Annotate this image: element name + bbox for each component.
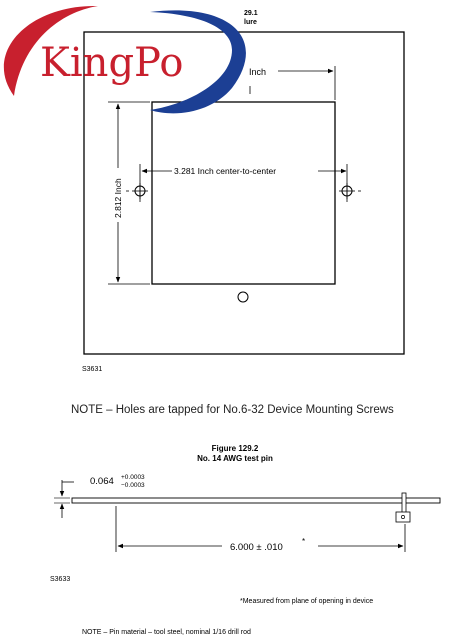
pin-handle-icon [395,492,411,523]
horizontal-dimension-label: 3.281 Inch center-to-center [174,166,276,176]
logo-text: KingPo [40,40,183,86]
left-mounting-hole-icon [126,183,148,199]
figure-2-subtitle: No. 14 AWG test pin [197,454,273,463]
header-figure-word: lure [244,19,257,26]
diameter-tolerance-plus: +0.0003 [121,474,145,481]
lower-hole-icon [237,291,249,303]
figure-2-title: Figure 129.2 [212,444,259,453]
figure-1-note: NOTE – Holes are tapped for No.6-32 Devi… [71,404,394,416]
figure-1-code: S3631 [82,366,102,373]
figure-2-note: NOTE – Pin material – tool steel, nomina… [82,629,251,636]
logo-red-swoosh [3,5,98,96]
header-figure-number: 29.1 [244,10,258,17]
outer-plate-outline [83,31,405,355]
figure-1: 29.1 lure Inch 3.281 Inch center-to-cent… [71,10,405,416]
figure-2-code: S3633 [50,576,70,583]
vertical-dimension-label: 2.812 Inch [113,178,123,218]
kingpo-logo: KingPo [3,5,246,114]
top-dimension-label: Inch [249,67,266,77]
logo-blue-swoosh [150,10,246,114]
inner-opening-outline [151,101,336,285]
length-value: 6.000 ± .010 [230,542,283,553]
figure-2: Figure 129.2 No. 14 AWG test pin 0.064 +… [50,444,441,636]
diameter-value: 0.064 [90,476,114,487]
right-mounting-hole-icon [339,183,361,199]
length-footnote-mark: * [302,537,305,546]
test-pin-body [71,497,441,504]
diameter-tolerance-minus: −0.0003 [121,482,145,489]
figure-2-footnote: *Measured from plane of opening in devic… [240,598,373,605]
